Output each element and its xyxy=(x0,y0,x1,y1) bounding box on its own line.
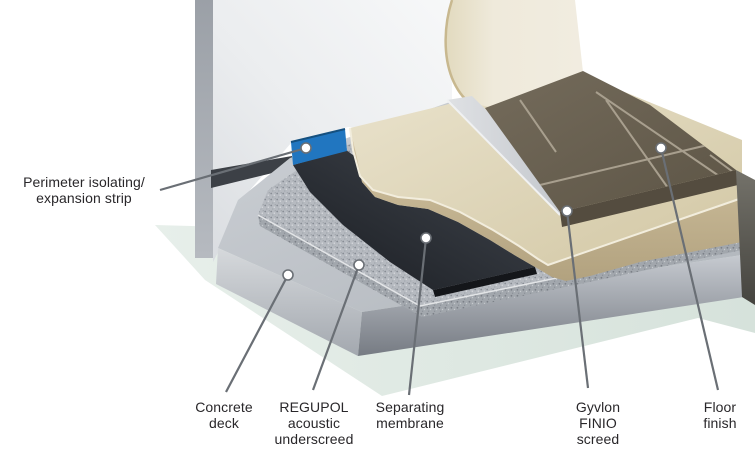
wall-base-shadow xyxy=(211,156,293,188)
label-line: screed xyxy=(576,430,620,447)
gyvlon-screed-face xyxy=(350,128,742,281)
label-line: Gyvlon xyxy=(575,399,621,415)
leader-line-perimeter xyxy=(159,146,307,192)
label-line: Separating xyxy=(375,399,445,415)
leader-dot-concrete xyxy=(282,269,294,281)
label-line: Perimeter isolating/ xyxy=(23,174,145,190)
floor-finish-front-face xyxy=(560,170,738,227)
label-line: FINIO xyxy=(579,414,617,431)
regupol-underscreed-left-face xyxy=(258,215,422,317)
label-line: expansion strip xyxy=(36,189,132,206)
leader-line-regupol xyxy=(311,264,361,391)
label-line: underscreed xyxy=(274,430,354,447)
adhesive-band-highlight xyxy=(446,99,561,216)
label-gyvlon-screed: Gyvlon FINIO screed xyxy=(553,399,643,448)
leader-dot-regupol xyxy=(353,259,365,271)
label-line: finish xyxy=(703,414,737,431)
leader-line-separating xyxy=(407,237,428,396)
leader-line-concrete xyxy=(225,274,289,393)
label-floor-finish: Floor finish xyxy=(683,399,755,432)
label-line: Concrete xyxy=(195,399,253,415)
leader-dot-separating xyxy=(420,232,432,244)
wall-edge xyxy=(195,0,213,258)
leader-lines xyxy=(159,146,720,396)
screed-pour-curl xyxy=(445,0,583,107)
label-concrete-deck: Concrete deck xyxy=(180,399,268,432)
perimeter-strip-top-edge xyxy=(290,128,346,143)
floor-finish-tiles-top xyxy=(485,71,736,212)
regupol-underscreed-front-face xyxy=(420,240,742,317)
leader-line-gyvlon xyxy=(565,210,590,389)
label-regupol-underscreed: REGUPOL acoustic underscreed xyxy=(262,399,366,448)
perimeter-expansion-strip xyxy=(291,129,347,165)
leader-dot-perimeter xyxy=(300,142,312,154)
leader-dots xyxy=(282,142,667,281)
screed-wave-highlight xyxy=(349,127,743,267)
concrete-deck-front-face xyxy=(358,255,744,356)
leader-dot-floor xyxy=(655,142,667,154)
label-line: deck xyxy=(209,414,239,431)
separating-membrane-top xyxy=(293,150,535,290)
slab-end-face xyxy=(736,170,755,305)
tile-grout-lines xyxy=(519,91,734,189)
label-line: Floor xyxy=(703,399,737,415)
label-line: membrane xyxy=(376,414,444,431)
leader-line-floor xyxy=(659,147,720,391)
leader-dot-gyvlon xyxy=(561,205,573,217)
separating-membrane-edge xyxy=(433,267,537,297)
label-line: REGUPOL xyxy=(279,399,349,415)
concrete-deck-left-face xyxy=(216,248,362,356)
label-separating-membrane: Separating membrane xyxy=(358,399,462,432)
label-perimeter-expansion-strip: Perimeter isolating/ expansion strip xyxy=(4,174,164,207)
label-line: acoustic xyxy=(287,414,341,431)
